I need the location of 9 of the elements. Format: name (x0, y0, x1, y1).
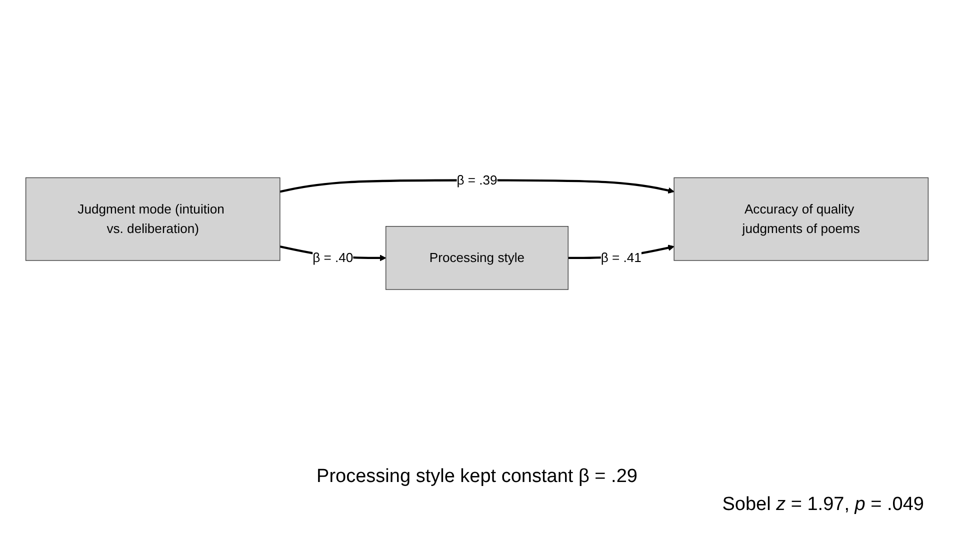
edge-label: β = .41 (600, 250, 642, 265)
edge-label: β = .40 (312, 250, 354, 265)
node-box: Judgment mode (intuition vs. deliberation) (25, 177, 280, 261)
node-box: Processing style (386, 226, 568, 290)
statistics-note: Sobel z = 1.97, p = .049 (721, 494, 924, 516)
node-box: Accuracy of quality judgments of poems (674, 177, 929, 261)
edge-label: β = .39 (456, 172, 498, 188)
arrow (280, 179, 674, 194)
path-note: Processing style kept constant β = .29 (316, 466, 638, 488)
